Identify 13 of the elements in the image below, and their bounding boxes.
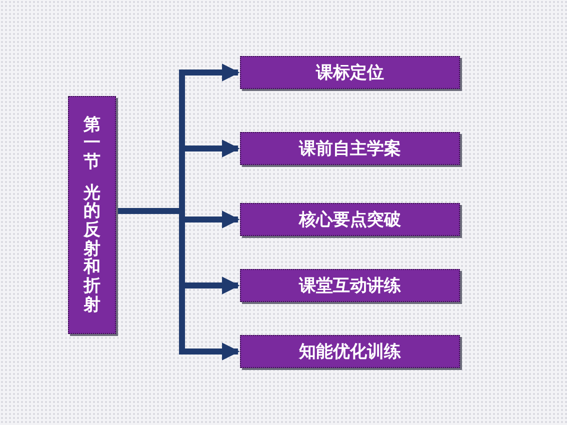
topic-label: 课标定位 (316, 62, 384, 84)
topic-box (240, 203, 460, 236)
topic-box (240, 132, 460, 165)
topic-box (240, 335, 460, 368)
topic-label: 核心要点突破 (299, 209, 401, 231)
section-title-box (68, 96, 116, 334)
topic-label: 课堂互动讲练 (299, 275, 401, 297)
topic-label: 课前自主学案 (299, 138, 401, 160)
topic-box (240, 56, 460, 89)
topic-box (240, 269, 460, 302)
vertical-title: 第一节 (84, 116, 100, 172)
vertical-title: 光的反射和折射 (84, 184, 100, 314)
topic-label: 知能优化训练 (299, 341, 401, 363)
